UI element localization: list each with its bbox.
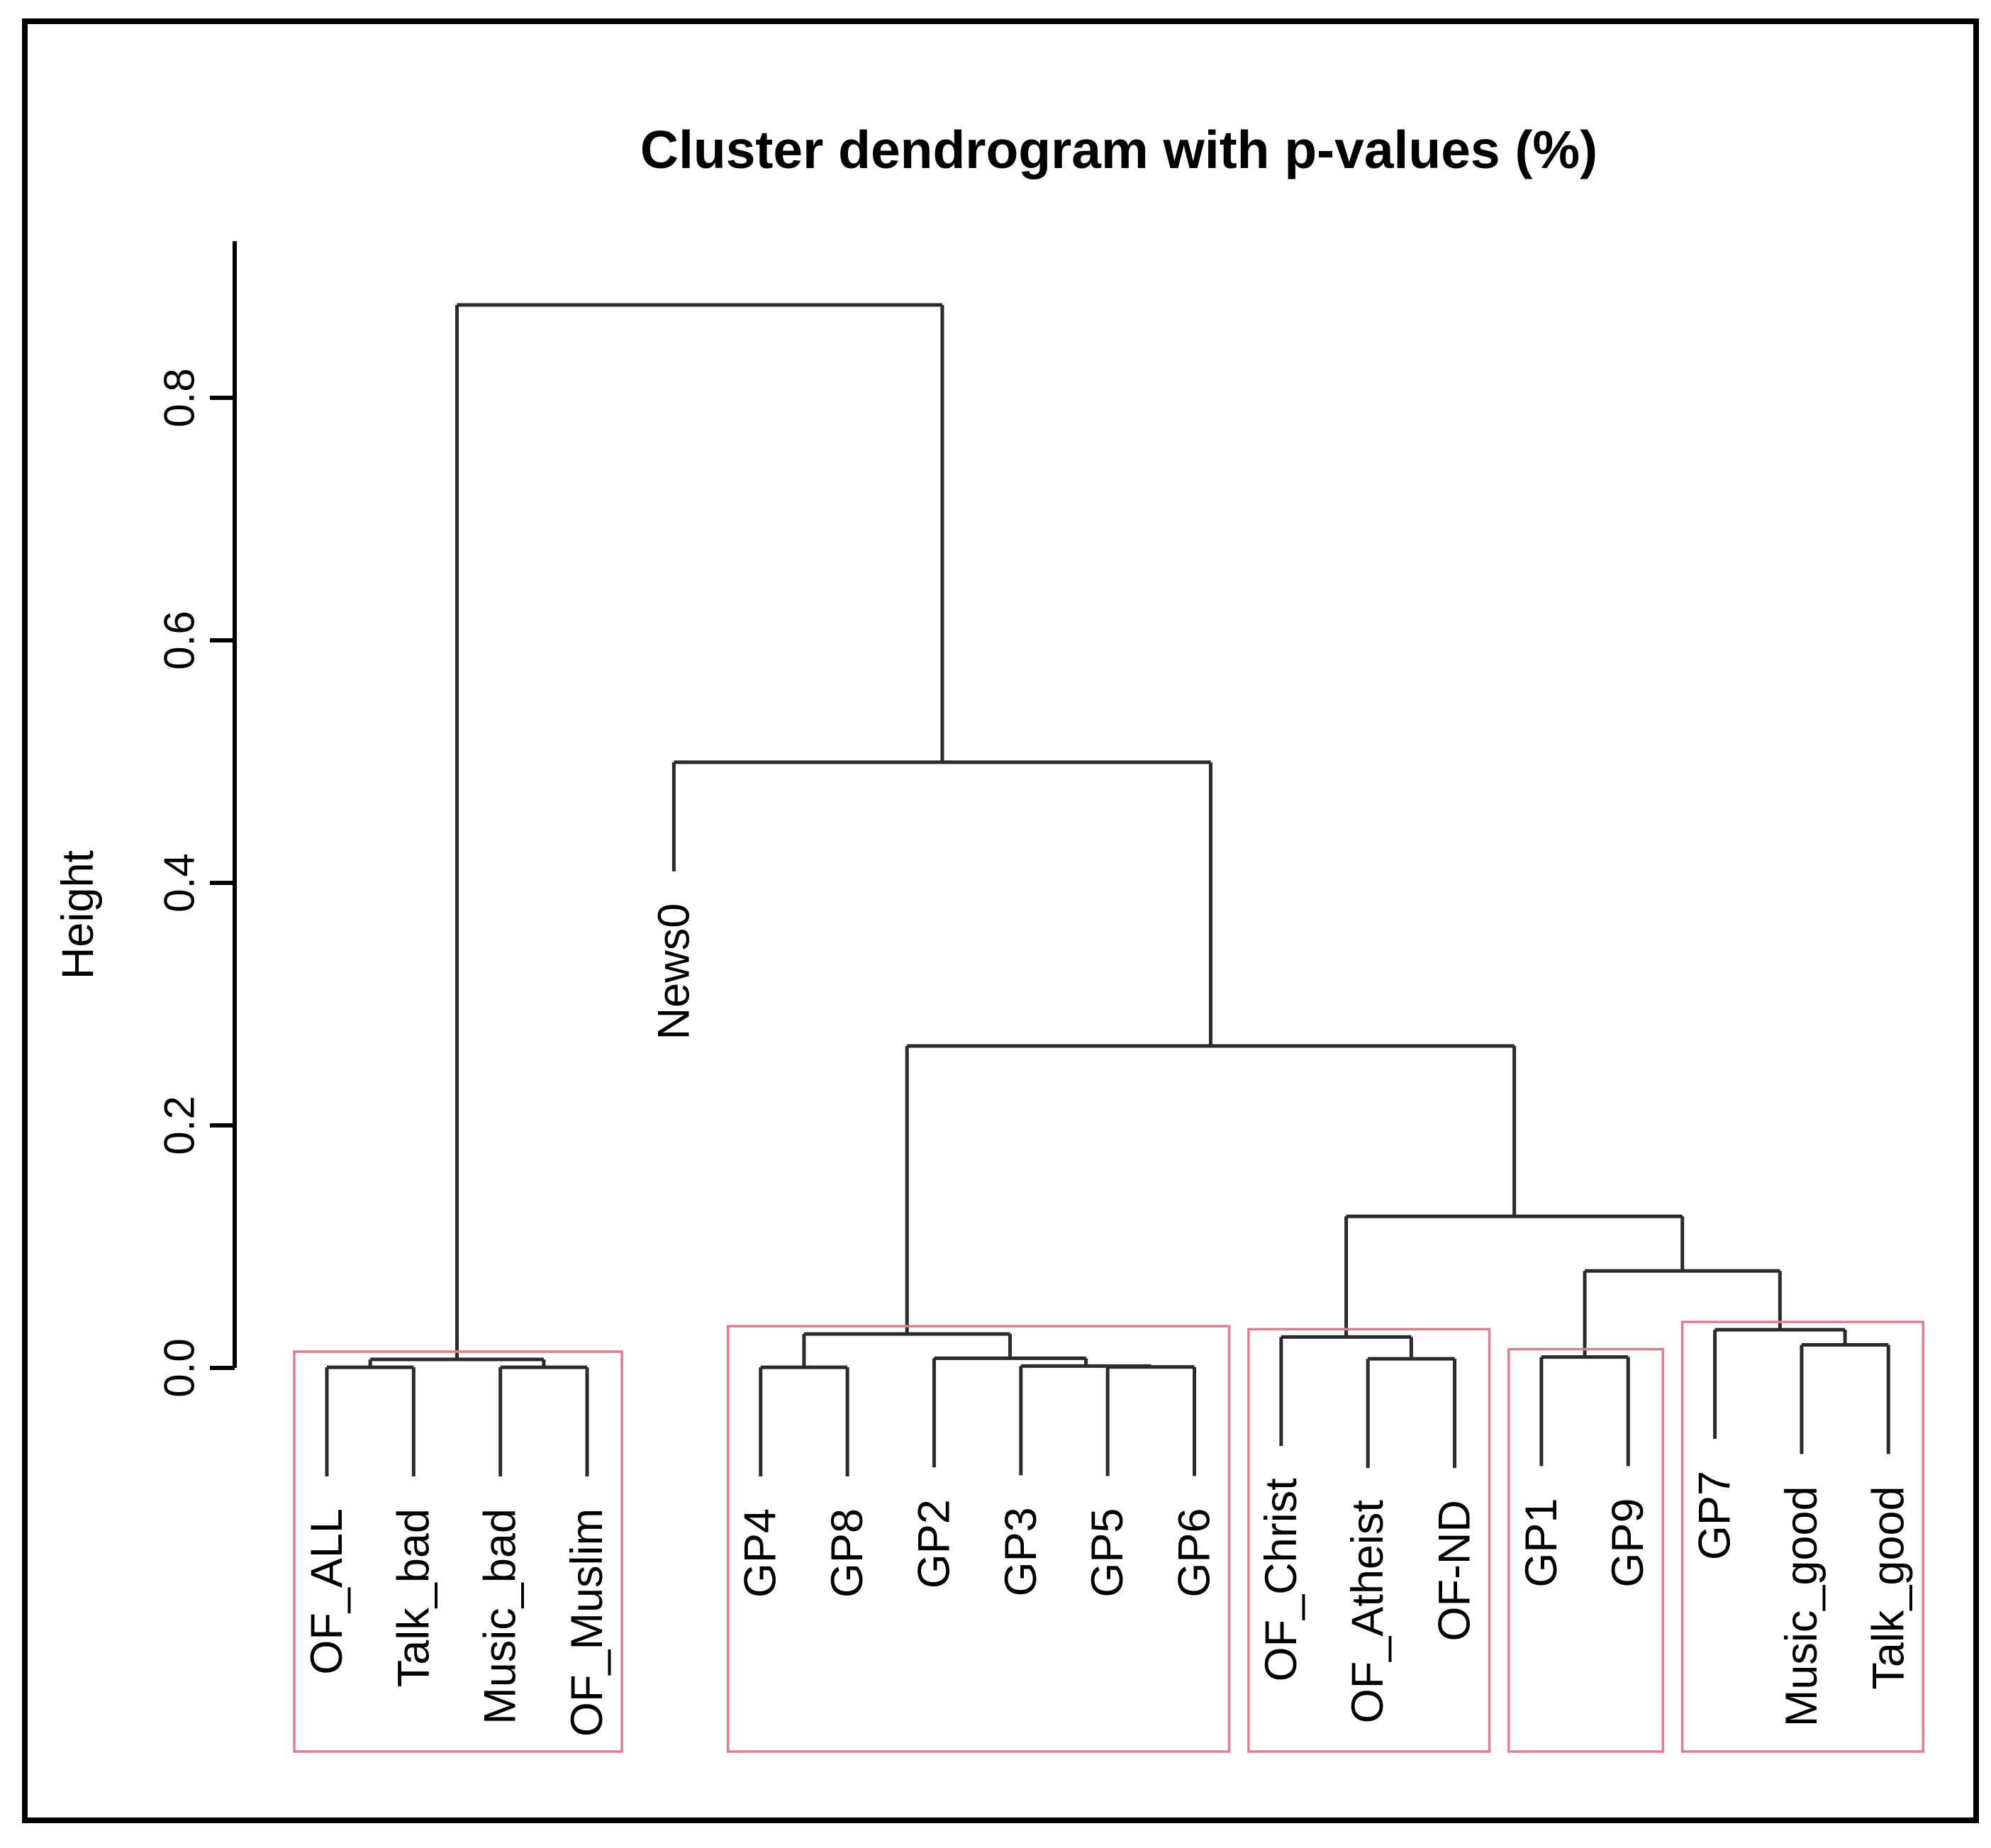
y-axis-tick-label: 0.2 [156,1096,203,1154]
leaf-label-music-bad: Music_bad [476,1508,525,1725]
leaf-label-gp5: GP5 [1083,1508,1132,1598]
y-axis-label: Height [53,850,103,979]
y-axis-tick-label: 0.0 [156,1338,203,1397]
leaf-label-talk-bad: Talk_bad [389,1508,438,1687]
y-axis-tick-label: 0.4 [156,853,203,912]
cluster-box [293,1350,623,1753]
leaf-label-of-all: OF_ALL [302,1508,352,1675]
leaf-label-of-muslim: OF_Muslim [562,1508,612,1737]
cluster-box [727,1325,1231,1753]
leaf-label-talk-good: Talk_good [1863,1486,1913,1689]
leaf-label-news0: News0 [649,903,698,1040]
leaf-label-of-christ: OF_Christ [1256,1478,1306,1682]
leaf-label-gp8: GP8 [822,1508,872,1598]
leaf-label-gp2: GP2 [909,1499,959,1588]
leaf-label-gp6: GP6 [1170,1508,1220,1598]
dendrogram-plot-area: 0.0 0.2 0.4 0.6 0.8OF_ALL Talk_bad Music_bad OF… [156,241,1925,1753]
cluster-box [1507,1347,1664,1753]
leaf-label-gp4: GP4 [736,1508,786,1598]
leaf-label-music-good: Music_good [1777,1486,1827,1727]
leaf-label-gp3: GP3 [996,1507,1046,1596]
cluster-box [1247,1327,1491,1753]
cluster-box [1680,1320,1925,1753]
y-axis-tick-label: 0.6 [156,611,203,669]
leaf-label-gp1: GP1 [1517,1498,1566,1588]
leaf-label-of-atheist: OF_Atheist [1343,1500,1393,1724]
figure-border [22,18,1979,1823]
leaf-label-gp7: GP7 [1690,1471,1740,1560]
y-axis-tick-label: 0.8 [156,368,203,427]
leaf-label-gp9: GP9 [1603,1498,1653,1588]
chart-title: Cluster dendrogram with p-values (%) [640,120,1597,179]
leaf-label-of-nd: OF-ND [1430,1500,1480,1641]
